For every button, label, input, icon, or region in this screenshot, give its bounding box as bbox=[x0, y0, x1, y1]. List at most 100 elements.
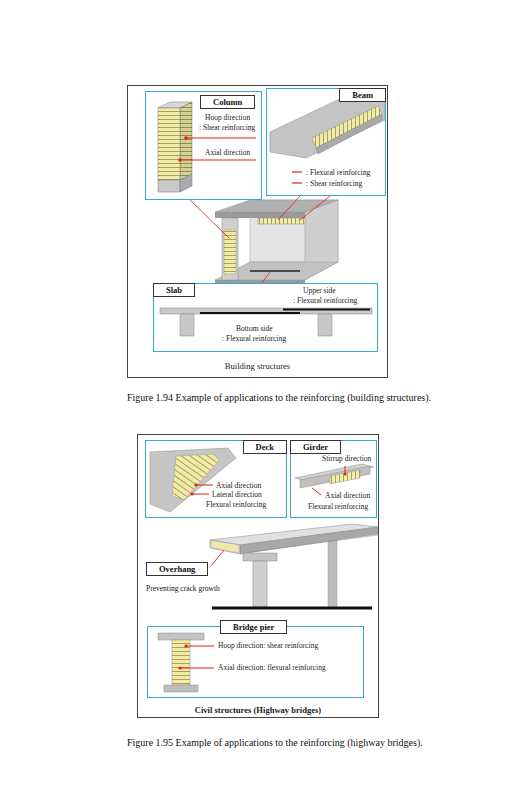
figure-caption: Figure 1.94 Example of applications to t… bbox=[127, 392, 431, 404]
bridge-drawing-part bbox=[240, 527, 378, 554]
slab-section-drawing bbox=[160, 308, 372, 336]
building-leader-lines-part bbox=[262, 272, 270, 283]
building-drawing bbox=[215, 200, 338, 283]
column-drawing-part bbox=[180, 174, 192, 192]
pier-drawing bbox=[158, 633, 214, 692]
annotation-text: Stirrup direction bbox=[322, 454, 371, 463]
column-leader-lines-part bbox=[180, 160, 256, 161]
column-drawing bbox=[158, 102, 192, 192]
pier-drawing-part bbox=[180, 668, 214, 669]
girder-drawing-part bbox=[344, 473, 347, 476]
pier-drawing-part bbox=[184, 644, 187, 647]
bridge-drawing-part bbox=[253, 561, 267, 607]
bridge-drawing-part bbox=[210, 540, 240, 554]
building-drawing-part bbox=[215, 200, 338, 212]
pier-drawing-part bbox=[178, 666, 181, 669]
part-name: Girder bbox=[303, 442, 328, 452]
figure-frame: DeckAxial directionLateral directionFlex… bbox=[137, 434, 379, 718]
inset-panel: Beam : Flexural reinforcing : Shear reinfo… bbox=[266, 88, 386, 196]
beam-drawing-part bbox=[316, 114, 382, 154]
building-leader-lines-part bbox=[278, 196, 300, 220]
part-name: Overhang bbox=[159, 564, 195, 574]
annotation-text: : Flexural reinforcing bbox=[293, 296, 357, 305]
bridge-drawing-part bbox=[328, 533, 337, 608]
inset-panel: SlabUpper side: Flexural reinforcingBott… bbox=[153, 283, 378, 352]
beam-drawing-part bbox=[270, 95, 385, 158]
annotation-text: Hoop direction bbox=[205, 113, 250, 122]
figure-subtitle: Building structures bbox=[128, 361, 387, 371]
figure-subtitle: Civil structures (Highway bridges) bbox=[138, 705, 378, 715]
column-drawing-part bbox=[180, 102, 192, 180]
bridge-drawing-part bbox=[212, 541, 238, 552]
deck-drawing-part bbox=[196, 485, 213, 486]
part-name: Slab bbox=[166, 285, 182, 295]
bridge-drawing-part bbox=[211, 550, 224, 566]
building-drawing-part bbox=[222, 218, 238, 280]
pier-drawing-part bbox=[164, 685, 198, 692]
annotation-text: Bottom side bbox=[236, 324, 272, 333]
column-drawing-part bbox=[180, 102, 192, 180]
note-text: Preventing crack growth bbox=[146, 584, 220, 593]
girder-drawing-part bbox=[300, 466, 370, 488]
slab-section-drawing-part bbox=[160, 308, 372, 314]
annotation-text: Axial direction bbox=[205, 148, 250, 157]
annotation-text: : Shear reinforcing bbox=[199, 123, 255, 132]
annotation-text: Upper side bbox=[303, 286, 336, 295]
annotation-text: Axial direction bbox=[216, 481, 261, 490]
bridge-drawing-part bbox=[243, 553, 277, 561]
inset-panel: ColumnHoop direction: Shear reinforcingA… bbox=[145, 91, 262, 200]
slab-section-drawing-part bbox=[283, 309, 370, 311]
beam-drawing-part bbox=[292, 171, 302, 172]
column-leader-lines-part bbox=[184, 136, 188, 140]
figure-caption: Figure 1.95 Example of applications to t… bbox=[127, 737, 423, 749]
part-name: Bridge pier bbox=[233, 622, 274, 632]
slab-section-drawing-part bbox=[200, 312, 300, 314]
beam-drawing-part bbox=[292, 182, 302, 183]
slab-section-drawing-part bbox=[318, 314, 332, 336]
part-name: Beam bbox=[352, 90, 373, 100]
beam-drawing-part bbox=[312, 106, 382, 148]
beam-drawing bbox=[270, 95, 385, 183]
column-leader-lines bbox=[178, 136, 256, 162]
annotation-text: : Shear reinforcing bbox=[306, 179, 362, 188]
figure-frame: ColumnHoop direction: Shear reinforcingA… bbox=[127, 85, 388, 378]
inset-panel: GirderStirrup directionAxial directionFl… bbox=[290, 440, 377, 518]
column-drawing-part bbox=[158, 108, 180, 180]
building-drawing-part bbox=[250, 270, 300, 272]
building-leader-lines bbox=[190, 196, 330, 283]
bridge-drawing-part bbox=[212, 607, 372, 610]
part-name-box: Bridge pier bbox=[220, 620, 287, 634]
inset-panel: DeckAxial directionLateral directionFlex… bbox=[145, 440, 287, 518]
building-drawing-part bbox=[258, 218, 305, 224]
deck-drawing-part bbox=[194, 483, 197, 486]
building-drawing-part bbox=[215, 212, 305, 218]
annotation-text: Flexural reinforcing bbox=[308, 502, 368, 511]
part-name: Column bbox=[213, 97, 242, 107]
deck-drawing-part bbox=[172, 454, 219, 500]
bridge-drawing bbox=[210, 524, 378, 608]
column-leader-lines-part bbox=[178, 158, 182, 162]
inset-panel: Bridge pierHoop direction: shear reinfor… bbox=[147, 626, 364, 698]
annotation-text: Axial direction: flexural reinforcing bbox=[218, 663, 326, 672]
girder-drawing-part bbox=[312, 488, 321, 495]
bridge-drawing-part bbox=[250, 535, 378, 552]
girder-drawing bbox=[295, 464, 374, 495]
deck-drawing-part bbox=[192, 494, 209, 495]
part-name-box: Girder bbox=[290, 440, 341, 454]
annotation-text: : Flexural reinforcing bbox=[306, 168, 370, 177]
building-drawing-part bbox=[224, 230, 236, 274]
building-leader-lines-part bbox=[300, 196, 330, 220]
part-name: Deck bbox=[256, 442, 274, 452]
pier-drawing-part bbox=[158, 633, 204, 640]
building-leader-lines-part bbox=[190, 200, 229, 238]
annotation-text: : Flexural reinforcing bbox=[222, 334, 286, 343]
column-leader-lines-part bbox=[186, 138, 256, 139]
part-name-box: Deck bbox=[243, 440, 287, 454]
annotation-text: Hoop direction: shear reinforcing bbox=[218, 641, 318, 650]
part-name-box: Beam bbox=[339, 88, 386, 102]
annotation-text: Flexural reinforcing bbox=[206, 500, 266, 509]
part-name-box: Slab bbox=[153, 283, 195, 297]
part-name-box: Overhang bbox=[146, 562, 208, 576]
pier-drawing-part bbox=[172, 640, 190, 685]
